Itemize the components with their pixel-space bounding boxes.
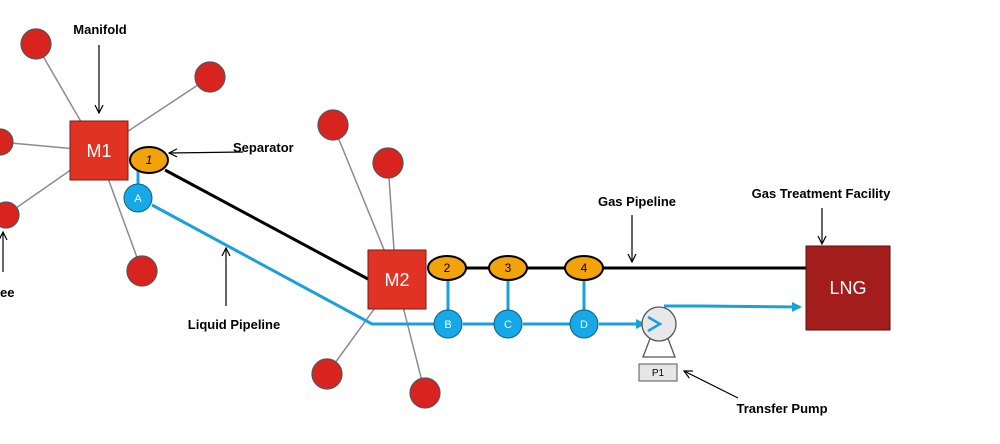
valve-d: D bbox=[569, 309, 599, 339]
lng-facility: LNG bbox=[805, 245, 891, 331]
valve-b: B bbox=[433, 309, 463, 339]
partial-left-label: ee bbox=[0, 285, 14, 300]
lng-label: LNG bbox=[829, 278, 866, 298]
manifold-m2-box bbox=[367, 249, 427, 310]
valve-letter: A bbox=[134, 193, 142, 205]
separator-number: 4 bbox=[581, 261, 588, 275]
separator-ellipse bbox=[129, 146, 169, 174]
gas-pipeline-segment bbox=[164, 168, 369, 281]
separator-ellipse bbox=[427, 255, 467, 281]
pump-label: P1 bbox=[652, 368, 665, 379]
separator-ellipse bbox=[564, 255, 604, 281]
well bbox=[20, 28, 52, 60]
liquid-pipeline-segment bbox=[151, 203, 434, 326]
valve-a: A bbox=[123, 183, 153, 213]
separator-number: 2 bbox=[444, 261, 451, 275]
manifold-m2-label: M2 bbox=[384, 270, 409, 290]
well bbox=[372, 147, 404, 179]
gas-pipeline-label: Gas Pipeline bbox=[598, 194, 676, 209]
manifold-label: Manifold bbox=[73, 22, 126, 37]
liquid-pipeline-label: Liquid Pipeline bbox=[188, 317, 280, 332]
manifold-m1-label: M1 bbox=[86, 141, 111, 161]
pump-label-box bbox=[638, 363, 678, 382]
well bbox=[317, 109, 349, 141]
valve-circle bbox=[493, 309, 523, 339]
pump-direction-icon bbox=[647, 315, 663, 333]
valve-letter: D bbox=[580, 319, 588, 331]
transfer-pump: P1 bbox=[638, 306, 678, 382]
separator-ellipse bbox=[488, 255, 528, 281]
gas-pipeline-lines bbox=[164, 168, 806, 281]
lng-box bbox=[805, 245, 891, 331]
separator-1: 1 bbox=[129, 146, 169, 174]
well bbox=[0, 128, 14, 156]
well bbox=[194, 61, 226, 93]
manifold-m1: M1 bbox=[69, 120, 129, 181]
manifold-m2: M2 bbox=[367, 249, 427, 310]
well bbox=[126, 255, 158, 287]
well bbox=[311, 358, 343, 390]
separator-3: 3 bbox=[488, 255, 528, 281]
manifold-m1-box bbox=[69, 120, 129, 181]
valve-circle bbox=[433, 309, 463, 339]
valve-circle bbox=[123, 183, 153, 213]
transfer-pump-label: Transfer Pump bbox=[736, 401, 827, 416]
liquid-pipeline-to-lng bbox=[664, 301, 802, 312]
separator-2: 2 bbox=[427, 255, 467, 281]
valve-letter: C bbox=[504, 319, 512, 331]
well bbox=[409, 377, 441, 409]
separator-number: 3 bbox=[505, 261, 512, 275]
transfer-pump-arrow bbox=[684, 371, 739, 399]
separator-arrow bbox=[169, 152, 244, 153]
annotation-arrows bbox=[3, 45, 822, 399]
well bbox=[0, 201, 20, 229]
gas-treatment-facility-label: Gas Treatment Facility bbox=[752, 186, 891, 201]
valve-circle bbox=[569, 309, 599, 339]
valve-letter: B bbox=[444, 319, 451, 331]
liquid-pipeline-lines bbox=[136, 171, 802, 329]
separator-label: Separator bbox=[233, 140, 294, 155]
wells bbox=[0, 28, 441, 409]
separator-number: 1 bbox=[146, 153, 153, 167]
valve-c: C bbox=[493, 309, 523, 339]
separator-4: 4 bbox=[564, 255, 604, 281]
